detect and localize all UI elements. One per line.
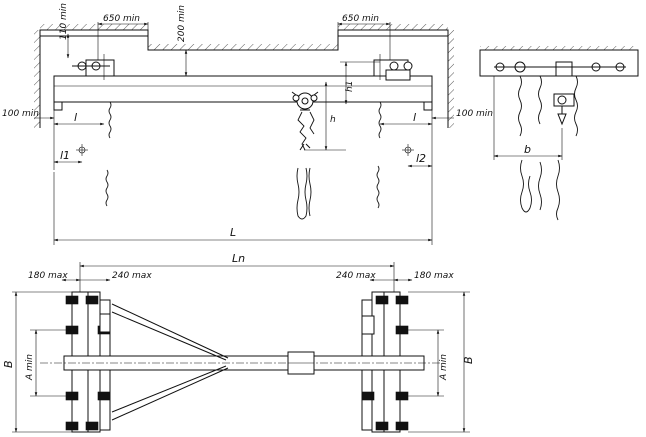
building-outline	[34, 24, 454, 128]
dim-110: 110 min	[59, 3, 69, 40]
dim-l2: l2	[416, 152, 426, 165]
centerline-markers	[76, 144, 414, 156]
dim-650-left: 650 min	[103, 14, 140, 24]
crane-girder	[53, 75, 433, 111]
dim-B-right: B	[462, 356, 475, 364]
dim-h1: h1	[345, 81, 355, 92]
dim-L: L	[230, 226, 236, 239]
hoist-trolley	[291, 91, 319, 151]
dim-180-left: 180 max	[28, 271, 68, 281]
left-end-truck	[72, 54, 115, 80]
side-view: b	[479, 46, 639, 221]
front-view: 650 min 650 min 110 min 200 min 100 min …	[2, 3, 493, 245]
dim-l1: l1	[60, 149, 70, 162]
dim-h: h	[330, 115, 336, 125]
dim-100-left: 100 min	[2, 109, 39, 119]
right-end-truck	[373, 54, 413, 81]
dim-A-right: A min	[439, 354, 449, 381]
dim-B-left: B	[2, 360, 15, 368]
front-dimensions: 650 min 650 min 110 min 200 min 100 min …	[2, 3, 493, 245]
dim-240-right: 240 max	[336, 271, 376, 281]
dim-200: 200 min	[177, 5, 187, 42]
dim-Ln: Ln	[232, 252, 245, 265]
dim-l-left: l	[74, 111, 77, 124]
chains-front	[105, 101, 382, 220]
dim-240-left: 240 max	[112, 271, 152, 281]
dim-A-left: A min	[25, 354, 35, 381]
dim-100-right: 100 min	[456, 109, 493, 119]
dim-b: b	[524, 143, 531, 156]
dim-180-right: 180 max	[414, 271, 454, 281]
dim-650-right: 650 min	[342, 14, 379, 24]
dim-l-right: l	[413, 111, 416, 124]
plan-view: Ln 180 max 240 max 240 max 180 max	[2, 252, 475, 433]
